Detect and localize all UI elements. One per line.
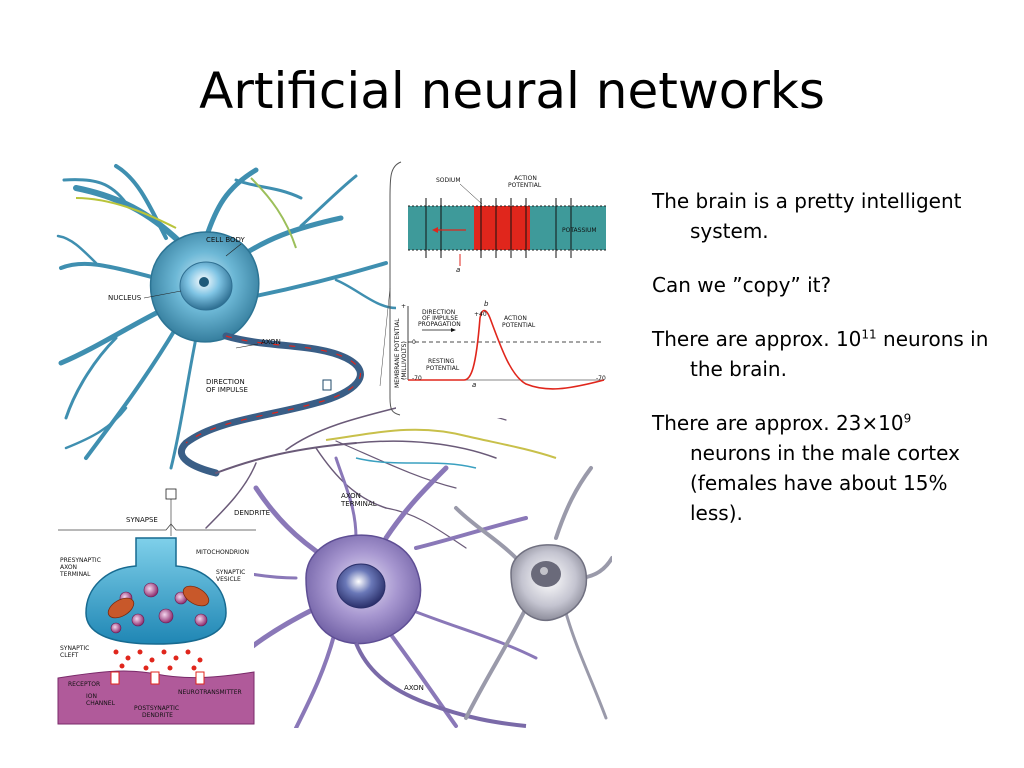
label-ap-graph-2: POTENTIAL <box>502 322 536 329</box>
label-potassium: POTASSIUM <box>562 227 597 234</box>
slide-title: Artificial neural networks <box>199 62 825 120</box>
label-resting-1: RESTING <box>428 358 455 365</box>
blue-neuron <box>56 164 398 477</box>
label-minus70: -70 <box>412 375 422 382</box>
label-synaptic-cleft-2: CLEFT <box>60 652 79 659</box>
label-axon-bottom: AXON <box>404 684 424 692</box>
axon-terminal-branches <box>205 405 507 549</box>
bullet-list: The brain is a pretty intelligent system… <box>652 186 992 552</box>
bullet-neuron-count: There are approx. 1011 neurons in the br… <box>652 324 992 384</box>
label-resting-2: POTENTIAL <box>426 365 460 372</box>
synapse-inset: PRESYNAPTIC AXON TERMINAL MITOCHONDRION … <box>57 523 256 725</box>
label-synaptic-vesicle-2: VESICLE <box>216 576 241 583</box>
label-zero: 0 <box>412 339 416 346</box>
label-action-potential-2: POTENTIAL <box>508 182 542 189</box>
label-plus40: +40 <box>474 311 487 318</box>
label-postsynaptic-1: POSTSYNAPTIC <box>134 705 179 712</box>
bullet-neuron-count-exponent: 11 <box>861 327 877 342</box>
label-ap-graph-1: ACTION <box>504 315 527 322</box>
label-a: a <box>456 266 460 274</box>
label-ion-channel-2: CHANNEL <box>86 700 116 707</box>
label-receptor: RECEPTOR <box>68 681 100 688</box>
label-sodium: SODIUM <box>436 177 461 184</box>
label-plus: + <box>401 303 406 310</box>
depolarized-region <box>474 206 530 250</box>
bullet-cortex-count-pre: There are approx. 23×10 <box>652 411 904 435</box>
neuron-labels: CELL BODY NUCLEUS AXON DIRECTION OF IMPU… <box>108 236 424 692</box>
bullet-cortex-count-post: neurons in the male cortex (females have… <box>690 441 960 525</box>
label-mitochondrion: MITOCHONDRION <box>196 549 249 556</box>
label-membrane-potential-2: (MILLIVOLTS) <box>401 341 408 380</box>
label-b: b <box>484 300 489 308</box>
label-minus: – <box>401 375 404 382</box>
purple-neuron <box>194 456 538 728</box>
label-presynaptic-2: AXON <box>60 564 77 571</box>
label-dendrite: DENDRITE <box>234 509 270 517</box>
label-propagation-3: PROPAGATION <box>418 321 461 328</box>
label-presynaptic-1: PRESYNAPTIC <box>60 557 101 564</box>
bullet-cortex-count-exponent: 9 <box>903 411 912 426</box>
label-propagation-1: DIRECTION <box>422 309 455 316</box>
label-minus70-right: -70 <box>596 375 606 382</box>
label-presynaptic-3: TERMINAL <box>59 571 91 578</box>
bullet-neuron-count-pre: There are approx. 10 <box>652 327 862 351</box>
label-axon: AXON <box>261 338 281 346</box>
label-postsynaptic-2: DENDRITE <box>142 712 173 719</box>
label-cell-body: CELL BODY <box>206 236 246 244</box>
label-axon-terminal-1: AXON <box>341 492 361 500</box>
action-potential-inset: SODIUM ACTION POTENTIAL POTASSIUM a + – … <box>379 160 612 418</box>
label-axon-terminal-2: TERMINAL <box>340 500 377 508</box>
label-synapse: SYNAPSE <box>126 516 158 524</box>
label-direction-1: DIRECTION <box>206 378 245 386</box>
label-neurotransmitter: NEUROTRANSMITTER <box>178 689 242 696</box>
action-potential-curve <box>408 309 605 390</box>
label-synaptic-vesicle-1: SYNAPTIC <box>216 569 245 576</box>
label-nucleus: NUCLEUS <box>108 294 142 302</box>
bullet-cortex-count: There are approx. 23×109 neurons in the … <box>652 408 992 528</box>
grey-neuron <box>454 466 612 720</box>
label-synaptic-cleft-1: SYNAPTIC <box>60 645 89 652</box>
label-propagation-2: OF IMPULSE <box>422 315 458 322</box>
neuron-illustration: CELL BODY NUCLEUS AXON DIRECTION OF IMPU… <box>56 158 612 728</box>
label-direction-2: OF IMPULSE <box>206 386 248 394</box>
label-a-2: a <box>472 381 476 389</box>
label-action-potential-1: ACTION <box>514 175 537 182</box>
bullet-brain-intelligent: The brain is a pretty intelligent system… <box>652 189 962 243</box>
bullet-neuron-count-post: neurons in the brain. <box>690 327 989 381</box>
label-ion-channel-1: ION <box>86 693 97 700</box>
bullet-copy-it: Can we ”copy” it? <box>652 273 832 297</box>
label-membrane-potential-1: MEMBRANE POTENTIAL <box>394 318 401 388</box>
